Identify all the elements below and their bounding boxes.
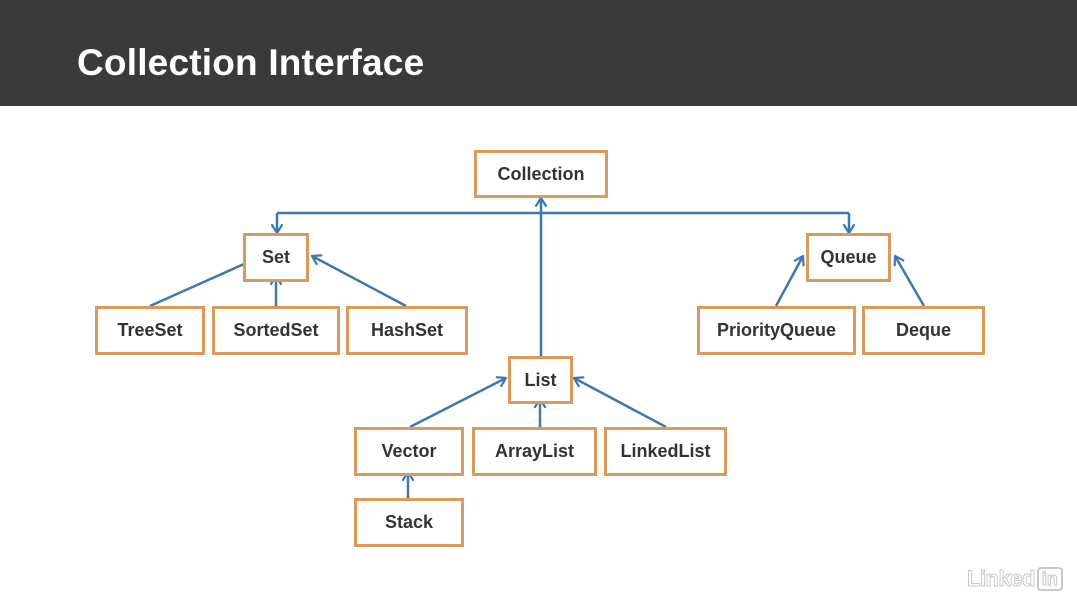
node-vector: Vector [354, 427, 464, 476]
edge-deque-to-queue [895, 256, 926, 307]
node-hashset: HashSet [346, 306, 468, 355]
edge-priorityqueue-to-queue [774, 256, 803, 307]
slide-header: Collection Interface [0, 0, 1077, 106]
linkedin-logo-icon: in [1036, 567, 1063, 591]
node-treeset: TreeSet [95, 306, 205, 355]
node-set: Set [243, 233, 309, 282]
hierarchy-diagram: Collection Set Queue TreeSet SortedSet H… [0, 106, 1077, 598]
node-list: List [508, 356, 573, 404]
node-deque: Deque [862, 306, 985, 355]
node-stack: Stack [354, 498, 464, 547]
node-queue: Queue [806, 233, 891, 282]
node-priorityqueue: PriorityQueue [697, 306, 856, 355]
linkedin-watermark: Linked in [967, 566, 1063, 592]
node-sortedset: SortedSet [212, 306, 340, 355]
node-collection: Collection [474, 150, 608, 198]
edge-vector-to-list [409, 378, 506, 429]
slide-title: Collection Interface [77, 42, 425, 83]
watermark-text: Linked [967, 566, 1036, 592]
arrow-layer [149, 106, 926, 498]
edge-hashset-to-set [312, 256, 407, 308]
node-arraylist: ArrayList [472, 427, 597, 476]
node-linkedlist: LinkedList [604, 427, 727, 476]
edge-linkedlist-to-list [574, 378, 667, 429]
